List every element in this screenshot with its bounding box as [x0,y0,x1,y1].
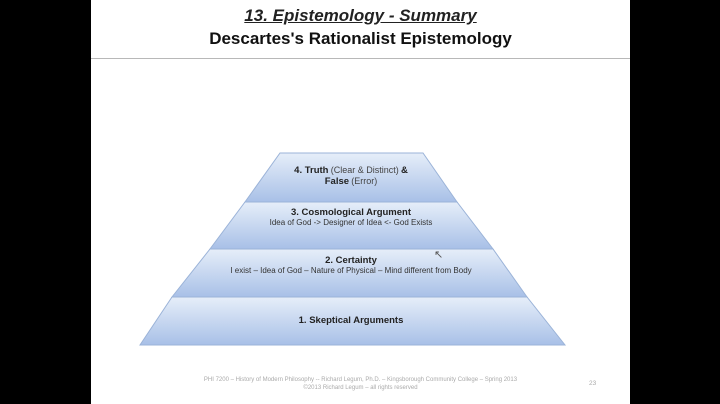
pyramid-tier-1 [139,296,567,346]
tier-4-label2: False [324,176,350,187]
slide-subtitle: Descartes's Rationalist Epistemology [209,29,512,48]
tier-2-label: 2. Certainty [325,255,377,266]
tier-4-label: 4. Truth [294,165,329,176]
tier-1-label: 1. Skeptical Arguments [298,315,404,326]
footer-copyright: ©2013 Richard Legum – all rights reserve… [303,385,418,391]
slide-title: 13. Epistemology - Summary [244,6,477,25]
tier-2-detail: I exist – Idea of God – Nature of Physic… [230,266,472,275]
tier-2-text: 2. Certainty I exist – Idea of God – Nat… [221,256,481,276]
tier-3-label: 3. Cosmological Argument [291,207,411,218]
tier-4-amp: & [400,165,408,176]
pyramid-diagram [139,152,567,346]
tier-3-detail: Idea of God -> Designer of Idea <- God E… [269,218,433,227]
tier-3-text: 3. Cosmological Argument Idea of God -> … [261,208,441,228]
tier-4-text: 4. Truth (Clear & Distinct) & False (Err… [251,165,451,187]
tier-1-text: 1. Skeptical Arguments [191,316,511,326]
header-divider [91,58,630,59]
tier-4-paren: (Clear & Distinct) [330,165,399,175]
page-number: 23 [589,380,597,387]
tier-4-paren2: (Error) [351,176,378,186]
mouse-cursor-icon: ↖ [434,249,444,261]
footer-course-line: PHI 7200 – History of Modern Philosophy … [203,377,518,383]
presentation-slide: 13. Epistemology - Summary Descartes's R… [91,0,630,404]
slide-footer: PHI 7200 – History of Modern Philosophy … [91,376,630,392]
